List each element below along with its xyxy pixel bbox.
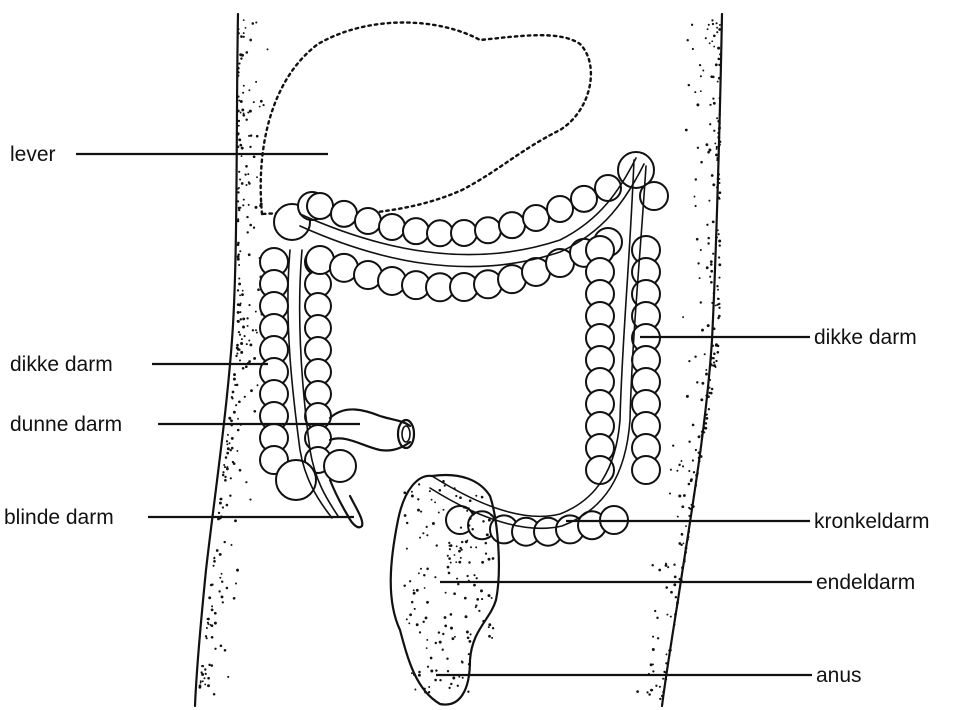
- colon-haustrum: [595, 175, 621, 201]
- colon: [260, 152, 668, 546]
- colon-haustrum: [547, 196, 573, 222]
- label-endeldarm: endeldarm: [816, 571, 915, 594]
- colon-haustrum: [427, 220, 453, 246]
- rectum: [391, 475, 499, 705]
- colon-haustrum: [586, 456, 614, 484]
- label-kronkeldarm: kronkeldarm: [814, 510, 930, 533]
- colon-haustrum: [331, 201, 357, 227]
- colon-haustrum: [324, 450, 356, 482]
- colon-haustrum: [276, 460, 316, 500]
- colon-haustrum: [475, 217, 501, 243]
- label-dikke-darm-right: dikke darm: [814, 326, 917, 349]
- colon-haustrum: [451, 220, 477, 246]
- label-blinde-darm: blinde darm: [4, 506, 114, 529]
- colon-haustrum: [307, 193, 333, 219]
- colon-haustrum: [523, 205, 549, 231]
- body-shading-left: [198, 19, 271, 695]
- liver-outline: [261, 23, 591, 215]
- colon-haustrum: [379, 214, 405, 240]
- colon-haustrum: [499, 212, 525, 238]
- small-intestine: [330, 409, 414, 450]
- colon-haustrum: [632, 456, 660, 484]
- appendix: [330, 480, 362, 527]
- label-lever: lever: [10, 143, 56, 166]
- label-anus: anus: [816, 664, 862, 687]
- colon-haustrum: [403, 218, 429, 244]
- colon-haustrum: [355, 208, 381, 234]
- label-dunne-darm: dunne darm: [10, 413, 122, 436]
- colon-haustrum: [571, 186, 597, 212]
- label-dikke-darm-left: dikke darm: [10, 353, 113, 376]
